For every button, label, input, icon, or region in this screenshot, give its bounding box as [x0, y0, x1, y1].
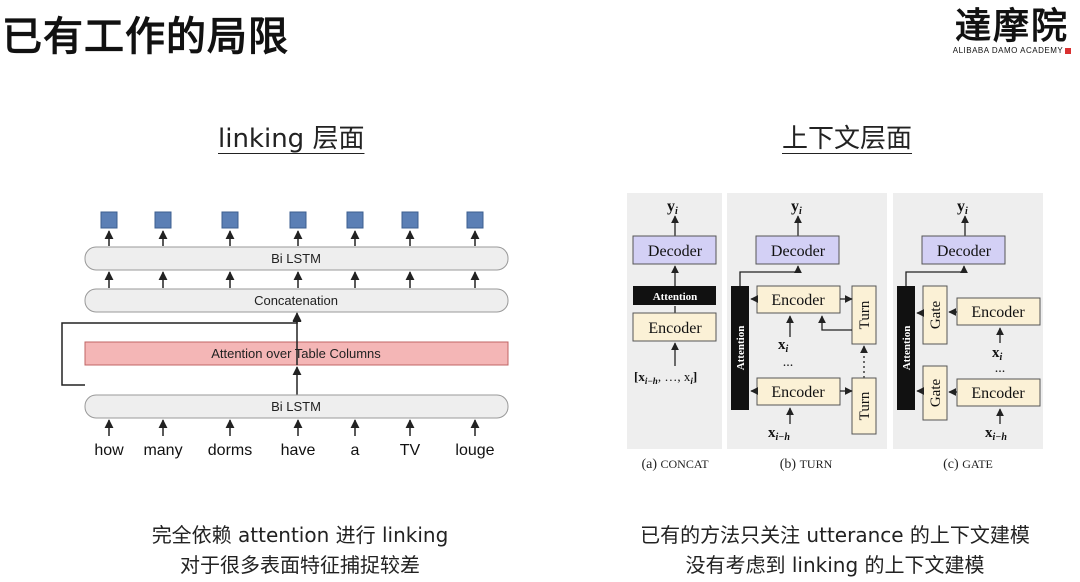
turn-encoder-top-label: Encoder [771, 292, 825, 309]
concat-to-lstm-arrows [104, 271, 480, 288]
context-caption: 已有的方法只关注 utterance 的上下文建模 没有考虑到 linking … [600, 520, 1070, 580]
output-square [289, 211, 307, 229]
turn-diagram: yi Decoder Attention Encoder Turn xi ...… [731, 198, 877, 472]
gate-box-top [922, 285, 948, 345]
turn-caption: (b) TURN [780, 457, 833, 472]
context-heading: 上下文层面 [782, 124, 913, 154]
bottom-bilstm-label: Bi LSTM [271, 399, 321, 414]
turn-feedback-arrow [818, 315, 852, 331]
gate-caption: (c) GATE [943, 457, 993, 472]
turn-box-bottom [851, 377, 877, 435]
gate-attention-to-decoder-arrow [905, 265, 968, 286]
concat-caption: (a) CONCAT [641, 457, 709, 472]
input-word: how [94, 442, 124, 459]
concat-attention-bar [633, 286, 716, 305]
turn-output-label: yi [791, 198, 802, 217]
concat-encoder-label: Encoder [648, 320, 702, 337]
concat-decoder-label: Decoder [648, 243, 703, 260]
linking-caption-line-2: 对于很多表面特征捕捉较差 [180, 553, 420, 577]
turn-decoder-box [755, 235, 840, 265]
gate-ellipsis: ... [995, 361, 1006, 376]
output-square [100, 211, 118, 229]
input-word: dorms [208, 442, 252, 459]
gate-encoder-bottom-label: Encoder [971, 385, 1025, 402]
input-word: have [281, 442, 316, 459]
gate-x-top-label: xi [992, 345, 1003, 363]
turn-box-top [851, 285, 877, 345]
concatenation-label: Concatenation [254, 293, 338, 308]
concatenation-box [84, 288, 509, 313]
gate-box-bottom [922, 365, 948, 421]
turn-decoder-label: Decoder [771, 243, 826, 260]
logo-red-mark-icon [1065, 47, 1072, 54]
turn-attention-label: Attention [735, 326, 747, 371]
gate-output-label: yi [957, 198, 968, 217]
context-diagram: yi Decoder Attention Encoder [xi−h, …, x… [627, 193, 1043, 472]
concat-diagram: yi Decoder Attention Encoder [xi−h, …, x… [632, 198, 717, 472]
word-arrows [104, 419, 480, 436]
concat-input-label: [xi−h, …, xi] [634, 369, 697, 386]
turn-attention-to-decoder-arrow [739, 265, 802, 286]
concat-decoder-box [632, 235, 717, 265]
top-bilstm-label: Bi LSTM [271, 251, 321, 266]
concat-output-label: yi [667, 198, 678, 217]
bottom-bilstm-box [84, 394, 509, 419]
output-square [346, 211, 364, 229]
gate-decoder-label: Decoder [937, 243, 992, 260]
gate-box-top-label: Gate [928, 301, 944, 330]
gate-attention-bar [897, 286, 915, 410]
output-squares [100, 211, 484, 229]
input-word: louge [455, 442, 494, 459]
turn-box-bottom-label: Turn [857, 391, 873, 420]
concat-encoder-box [632, 312, 717, 342]
turn-box-top-label: Turn [857, 300, 873, 329]
linking-caption-line-1: 完全依赖 attention 进行 linking [151, 523, 449, 547]
gate-diagram: yi Decoder Attention Gate Encoder xi ...… [897, 198, 1041, 472]
top-arrows [104, 230, 480, 246]
turn-encoder-top-box [756, 285, 841, 314]
gate-attention-label: Attention [901, 326, 913, 371]
top-bilstm-box [84, 246, 509, 271]
turn-x-bottom-label: xi−h [768, 425, 790, 443]
gate-box-bottom-label: Gate [928, 379, 944, 408]
gate-x-bottom-label: xi−h [985, 425, 1007, 443]
gate-encoder-top-label: Encoder [971, 304, 1025, 321]
input-word: a [351, 442, 360, 459]
input-words: how many dorms have a TV louge [94, 442, 494, 459]
output-square [154, 211, 172, 229]
turn-ellipsis: ... [783, 355, 794, 370]
logo-english-text: ALIBABA DAMO ACADEMY [952, 46, 1072, 56]
output-square [221, 211, 239, 229]
context-caption-line-1: 已有的方法只关注 utterance 的上下文建模 [640, 523, 1030, 547]
input-word: TV [400, 442, 421, 459]
linking-caption: 完全依赖 attention 进行 linking 对于很多表面特征捕捉较差 [80, 520, 520, 580]
output-square [401, 211, 419, 229]
linking-heading: linking 层面 [218, 124, 365, 154]
linking-diagram: Bi LSTM Concatenation Attention over Tab… [61, 211, 509, 459]
gate-decoder-box [921, 235, 1006, 265]
attention-table-columns-label: Attention over Table Columns [211, 346, 381, 361]
damo-academy-logo: 達摩院 ALIBABA DAMO ACADEMY [952, 6, 1072, 64]
output-square [466, 211, 484, 229]
context-caption-line-2: 没有考虑到 linking 的上下文建模 [685, 553, 985, 577]
concat-attention-label: Attention [653, 291, 698, 303]
logo-chinese-text: 達摩院 [954, 5, 1069, 47]
slide-title: 已有工作的局限 [2, 14, 289, 60]
logo-english-label: ALIBABA DAMO ACADEMY [952, 46, 1064, 55]
input-word: many [143, 442, 182, 459]
turn-encoder-bottom-label: Encoder [771, 384, 825, 401]
turn-x-top-label: xi [778, 337, 789, 355]
turn-attention-bar [731, 286, 749, 410]
